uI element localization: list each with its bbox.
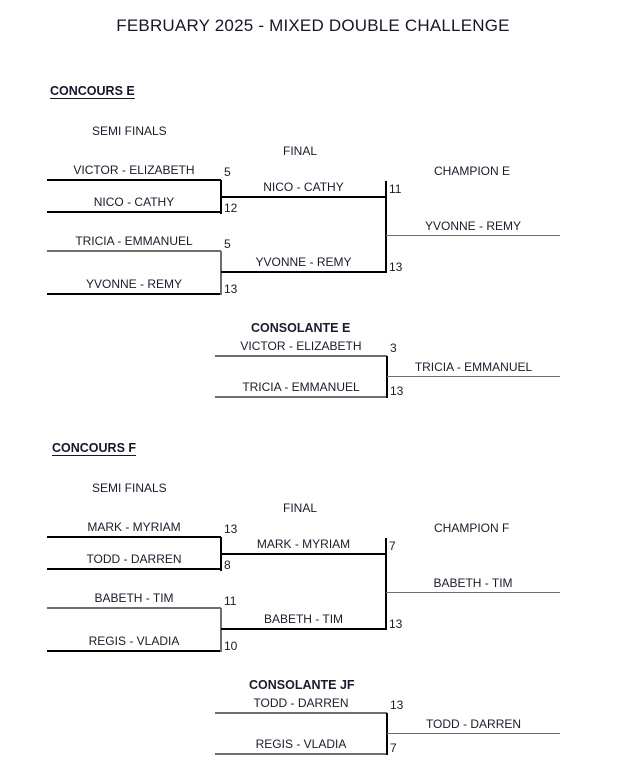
bracket-connector: [386, 356, 388, 398]
team-name: BABETH - TIM: [263, 612, 344, 626]
team-score: 13: [390, 698, 404, 712]
match-slot[interactable]: TODD - DARREN: [47, 552, 221, 570]
round-label-champion-f: CHAMPION F: [434, 521, 510, 535]
round-label-semi-finals-f: SEMI FINALS: [92, 481, 167, 495]
team-score: 3: [390, 341, 397, 355]
team-score: 13: [389, 617, 403, 631]
team-score: 11: [389, 182, 402, 196]
team-name: NICO - CATHY: [93, 195, 175, 209]
page-title: FEBRUARY 2025 - MIXED DOUBLE CHALLENGE: [116, 16, 510, 35]
team-name: TRICIA - EMMANUEL: [75, 234, 193, 248]
match-slot[interactable]: BABETH - TIM: [47, 591, 221, 609]
team-name: VICTOR - ELIZABETH: [73, 163, 195, 177]
team-score: 12: [224, 201, 238, 215]
team-name: TODD - DARREN: [253, 696, 349, 710]
team-name: REGIS - VLADIA: [255, 737, 347, 751]
team-name: TODD - DARREN: [425, 717, 522, 731]
match-slot[interactable]: REGIS - VLADIA: [215, 737, 387, 755]
team-score: 13: [224, 282, 238, 296]
match-slot[interactable]: NICO - CATHY: [47, 195, 221, 213]
team-score: 7: [389, 539, 396, 553]
round-label-final-f: FINAL: [283, 501, 318, 515]
bracket-connector: [386, 713, 388, 755]
team-name: YVONNE - REMY: [85, 277, 182, 291]
team-name: YVONNE - REMY: [424, 219, 521, 233]
team-name: TRICIA - EMMANUEL: [242, 380, 360, 394]
team-name: MARK - MYRIAM: [256, 537, 351, 551]
round-label-champion-e: CHAMPION E: [434, 164, 511, 178]
team-name: NICO - CATHY: [263, 180, 344, 194]
team-score: 8: [224, 558, 231, 572]
team-score: 13: [224, 522, 238, 536]
match-slot[interactable]: TRICIA - EMMANUEL: [215, 380, 387, 398]
consolante-winner-slot[interactable]: TRICIA - EMMANUEL: [387, 360, 560, 377]
match-slot[interactable]: YVONNE - REMY: [47, 277, 221, 295]
team-name: REGIS - VLADIA: [88, 634, 180, 648]
bracket-connector: [220, 608, 222, 652]
match-slot[interactable]: MARK - MYRIAM: [47, 520, 221, 538]
match-slot[interactable]: NICO - CATHY: [221, 180, 386, 198]
match-slot[interactable]: BABETH - TIM: [221, 612, 386, 630]
bracket-connector: [385, 538, 387, 630]
team-score: 11: [224, 594, 237, 608]
match-slot[interactable]: MARK - MYRIAM: [221, 537, 386, 555]
champion-slot[interactable]: BABETH - TIM: [386, 576, 560, 593]
section-heading-concours-e: CONCOURS E: [50, 84, 135, 98]
round-label-consolante-jf: CONSOLANTE JF: [249, 678, 355, 692]
consolante-winner-slot[interactable]: TODD - DARREN: [387, 717, 560, 734]
match-slot[interactable]: YVONNE - REMY: [221, 255, 386, 273]
team-name: TODD - DARREN: [86, 552, 182, 566]
match-slot[interactable]: TODD - DARREN: [215, 696, 387, 714]
bracket-connector: [385, 181, 387, 273]
team-score: 10: [224, 639, 238, 653]
match-slot[interactable]: VICTOR - ELIZABETH: [47, 163, 221, 181]
champion-slot[interactable]: YVONNE - REMY: [386, 219, 560, 236]
team-score: 13: [390, 384, 404, 398]
team-score: 5: [224, 237, 231, 251]
team-name: YVONNE - REMY: [255, 255, 352, 269]
team-name: BABETH - TIM: [94, 591, 174, 605]
team-score: 5: [224, 165, 231, 179]
match-slot[interactable]: REGIS - VLADIA: [47, 634, 221, 652]
round-label-final-e: FINAL: [283, 144, 318, 158]
section-heading-concours-f: CONCOURS F: [52, 441, 137, 455]
round-label-consolante-e: CONSOLANTE E: [251, 321, 351, 335]
match-slot[interactable]: TRICIA - EMMANUEL: [47, 234, 221, 252]
round-label-semi-finals-e: SEMI FINALS: [92, 124, 167, 138]
match-slot[interactable]: VICTOR - ELIZABETH: [215, 339, 387, 357]
team-name: VICTOR - ELIZABETH: [240, 339, 362, 353]
team-name: TRICIA - EMMANUEL: [414, 360, 533, 374]
bracket-connector: [220, 251, 222, 295]
team-score: 13: [389, 260, 403, 274]
team-score: 7: [390, 741, 397, 755]
team-name: MARK - MYRIAM: [87, 520, 181, 534]
team-name: BABETH - TIM: [433, 576, 513, 590]
